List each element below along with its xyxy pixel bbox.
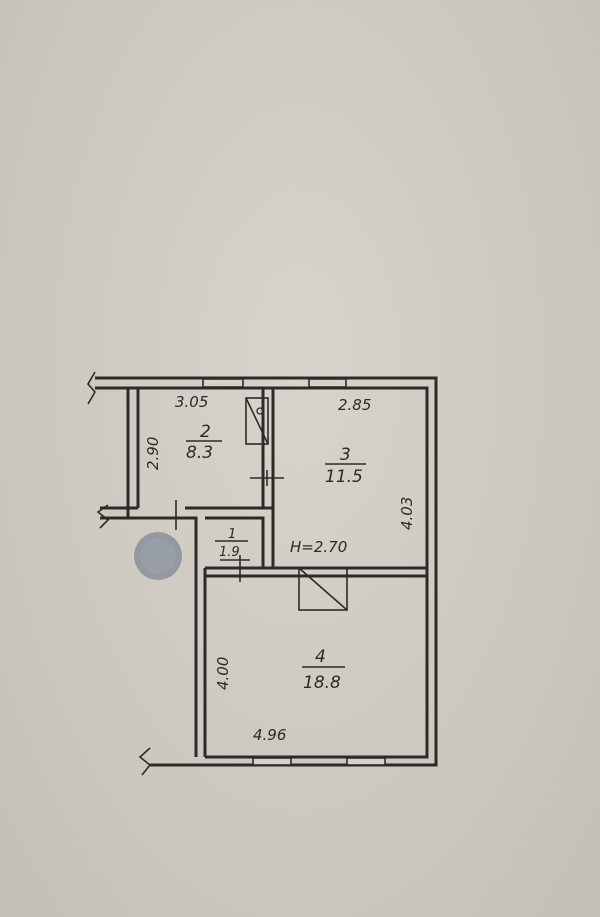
room3-area: 11.5 (325, 467, 363, 487)
ceiling-height-label: H=2.70 (290, 538, 347, 556)
room4-width-label: 4.96 (253, 726, 286, 744)
room2-number: 2 (200, 422, 211, 442)
stove-fixtures (245, 397, 348, 611)
room3-height-label: 4.03 (398, 497, 416, 530)
stove-box (245, 397, 269, 445)
outer-walls (87, 371, 438, 776)
chimney-box (298, 567, 348, 611)
room2-width-label: 3.05 (175, 393, 208, 411)
window-top-left (202, 378, 244, 388)
room4-height-label: 4.00 (214, 657, 232, 690)
window-bottom-left (252, 757, 292, 766)
windows (202, 378, 386, 766)
room1-area: 1.9 (219, 545, 240, 560)
window-bottom-right (346, 757, 386, 766)
room3-number: 3 (340, 445, 351, 465)
window-top-right (308, 378, 347, 388)
room4-area: 18.8 (303, 673, 341, 693)
room2-area: 8.3 (186, 443, 213, 463)
room1-number: 1 (228, 527, 236, 542)
room4-number: 4 (315, 647, 326, 667)
room3-width-label: 2.85 (338, 396, 371, 414)
room2-height-label: 2.90 (144, 437, 162, 470)
